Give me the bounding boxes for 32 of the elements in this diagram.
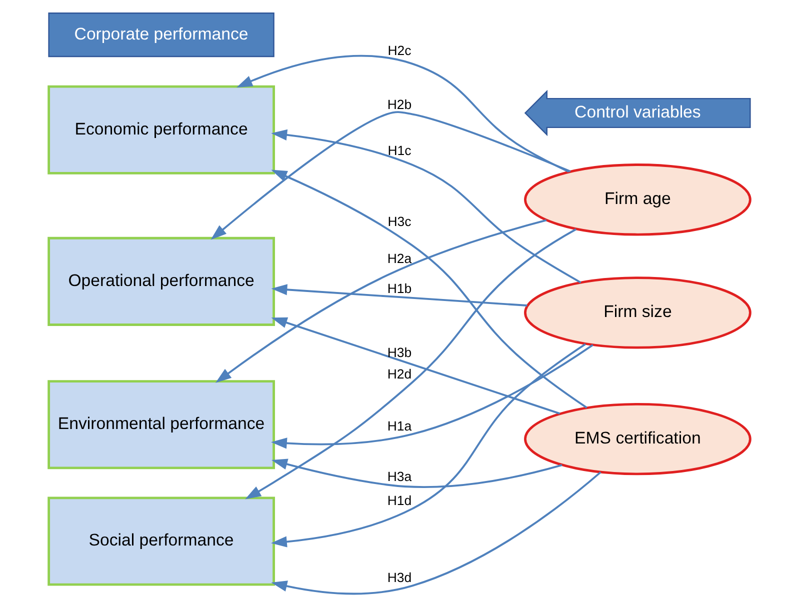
arrow [272, 458, 562, 488]
node-ellipse: EMS certification [524, 402, 752, 476]
edge-label: H1c [388, 142, 412, 158]
edge-label: H2d [387, 366, 412, 382]
edge-label: H2c [388, 43, 412, 58]
arrow [236, 54, 570, 173]
node-box: Social performance [48, 496, 275, 586]
node-box: Corporate performance [48, 12, 274, 58]
arrow [271, 284, 528, 306]
node-box: Economic performance [48, 85, 275, 174]
node-ellipse: Firm size [524, 276, 752, 349]
edge-label: H1b [387, 281, 412, 296]
arrow [271, 170, 588, 408]
edge-label: H1a [387, 418, 412, 434]
edge-label: H1d [387, 492, 412, 508]
node-ellipse: Firm age [524, 164, 752, 236]
arrow [271, 471, 602, 595]
edge-label: H3a [387, 468, 412, 484]
edge-label: H3d [387, 570, 412, 585]
edge-label: H3c [388, 214, 412, 229]
node-box: Operational performance [48, 236, 275, 326]
arrow [245, 228, 577, 500]
arrow [271, 129, 582, 284]
arrow [210, 111, 571, 240]
arrow [216, 219, 547, 383]
edge-label: H2b [387, 97, 412, 112]
arrow [271, 317, 560, 414]
edge-label: H3b [387, 344, 412, 360]
edge-label: H2a [387, 251, 412, 266]
node-box: Environmental performance [48, 380, 275, 470]
arrow [270, 343, 586, 548]
arrow [271, 344, 594, 449]
